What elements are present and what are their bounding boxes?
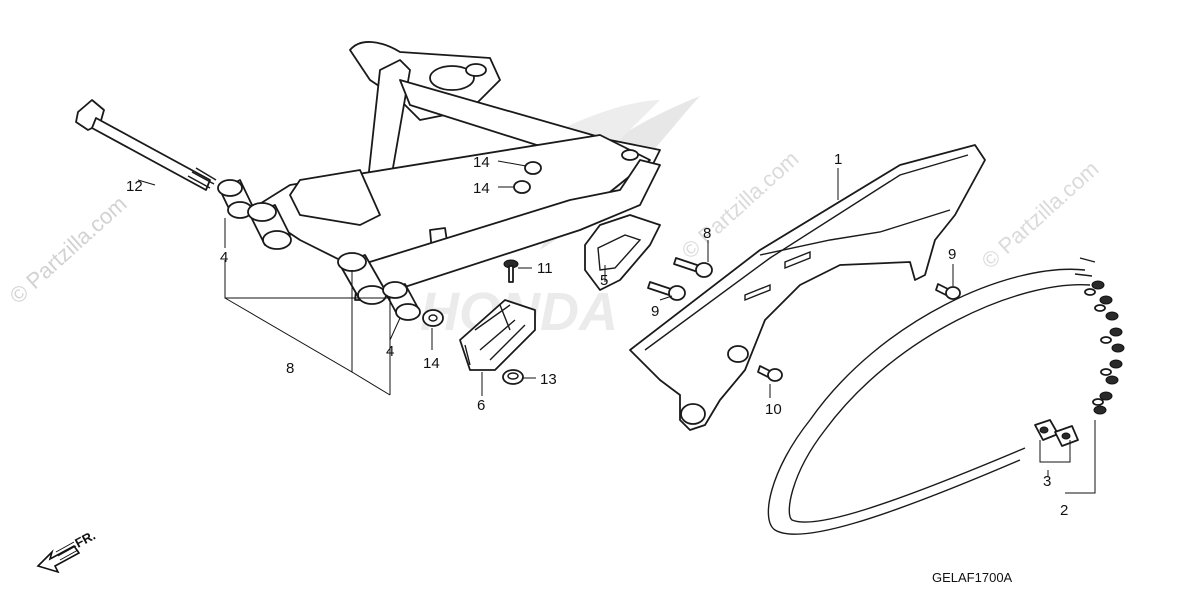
callout-6: 6 — [477, 397, 485, 414]
bolt-part-12 — [502, 369, 524, 385]
nut-part-13 — [422, 309, 444, 327]
front-direction-marker: FR. — [36, 528, 98, 574]
callout-13: 14 — [423, 355, 440, 372]
callout-14-upper: 14 — [473, 154, 490, 171]
bushing-right-part-4 — [382, 281, 421, 321]
callout-11: 12 — [126, 178, 143, 195]
nut-part-14-lower — [513, 180, 531, 194]
drive-chain-part-2 — [767, 257, 1125, 535]
bushing-top-part-7 — [247, 202, 292, 250]
callout-14-lower: 14 — [473, 180, 490, 197]
watermark-right: © Partzilla.com — [977, 156, 1104, 274]
figure-code: GELAF1700A — [932, 570, 1013, 585]
callouts: 12 4 8 4 14 14 14 11 5 6 13 8 9 1 9 10 3… — [126, 151, 1068, 519]
bolt-part-8-upper — [673, 257, 713, 278]
callout-9-upper: 9 — [948, 246, 956, 263]
master-link-part-3 — [1034, 419, 1079, 447]
callout-7: 8 — [286, 360, 294, 377]
callout-4-left: 4 — [220, 249, 228, 266]
callout-1: 1 — [834, 151, 842, 168]
bolt-part-10 — [503, 259, 519, 283]
bushing-left-part-4 — [217, 179, 253, 219]
pivot-bolt-part-11 — [75, 99, 217, 191]
callout-8-lower: 9 — [651, 303, 659, 320]
watermark-left: © Partzilla.com — [5, 191, 132, 309]
callout-5: 5 — [600, 272, 608, 289]
chain-slider-part-6 — [459, 299, 536, 371]
chain-slider-bracket-part-5 — [584, 214, 661, 291]
leader-lines — [137, 160, 1096, 494]
bushing-bottom-part-7 — [337, 252, 387, 305]
bolt-part-8-lower — [647, 281, 686, 301]
chain-links — [1084, 280, 1125, 415]
callout-4-right: 4 — [386, 343, 394, 360]
callout-2: 2 — [1060, 502, 1068, 519]
nut-part-14-upper — [524, 161, 542, 175]
swing-arm — [249, 41, 661, 301]
callout-3: 3 — [1043, 473, 1051, 490]
bolt-part-9-lower — [757, 365, 783, 382]
bolt-part-9-upper — [935, 283, 961, 300]
callout-12: 13 — [540, 371, 557, 388]
chain-case-part-1 — [629, 144, 986, 431]
callout-9-lower: 10 — [765, 401, 782, 418]
front-marker-label: FR. — [72, 528, 98, 551]
callout-8-upper: 8 — [703, 225, 711, 242]
callout-10: 11 — [537, 260, 553, 277]
